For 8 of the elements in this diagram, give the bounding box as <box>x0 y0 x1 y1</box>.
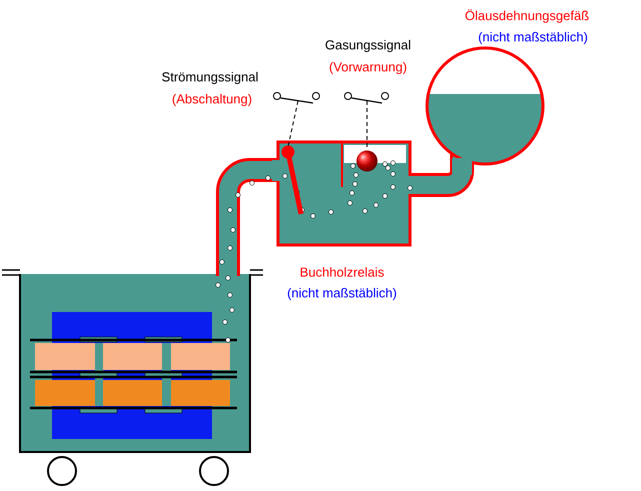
label: (Abschaltung) <box>172 94 252 106</box>
label: Gasungssignal <box>326 40 410 52</box>
label: (Vorwarnung) <box>330 62 406 74</box>
label: (nicht maßstäblich) <box>288 288 396 300</box>
label: Ölausdehnungsgefäß <box>465 9 589 23</box>
label: Strömungssignal <box>162 72 258 84</box>
label: (nicht maßstäblich) <box>478 32 588 44</box>
label: Buchholzrelais <box>300 267 384 277</box>
